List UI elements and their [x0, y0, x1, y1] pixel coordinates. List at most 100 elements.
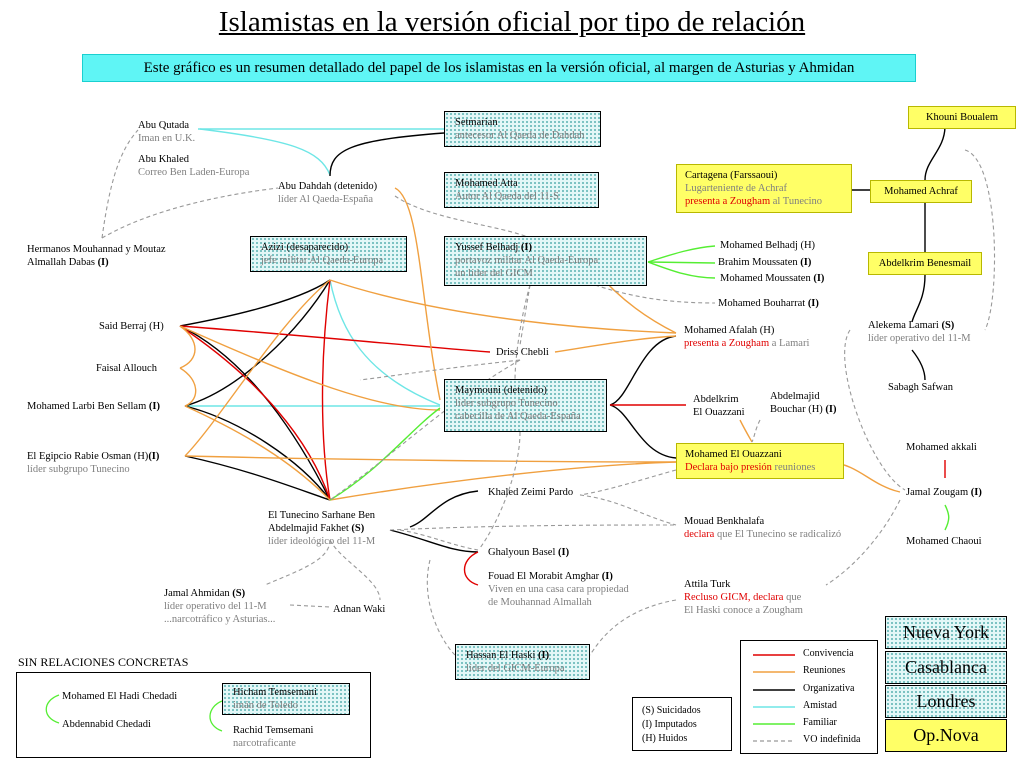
node-hadi-chedadi: Mohamed El Hadi Chedadi	[62, 691, 178, 702]
node-brahim-moussaten: Brahim Moussaten (I)	[718, 257, 812, 268]
node-ben-sellam: Mohamed Larbi Ben Sellam (I)	[27, 401, 160, 412]
dash-tunecino-ahmidan	[264, 539, 331, 586]
node-alekema-lamari: Alekema Lamari (S) líder operativo del 1…	[868, 320, 971, 344]
node-abdelmajid-bouchar: Abdelmajid Bouchar (H) (I)	[770, 391, 837, 415]
city-casablanca: Casablanca	[885, 651, 1007, 684]
link-azizi-tunecino	[321, 279, 331, 501]
dash-tunecino-adnan	[329, 539, 381, 601]
legend-organizativa: Organizativa	[803, 683, 855, 694]
node-fouad-el-morabit: Fouad El Morabit Amghar (I) Viven en una…	[488, 571, 629, 608]
link-akkali-chaoui	[944, 504, 950, 531]
link-berraj-maymouni	[179, 325, 441, 411]
dash-ahmidan-adnan	[289, 604, 331, 608]
dash-dahdah-yussef	[394, 195, 531, 239]
link-lamari-sabagh	[911, 349, 926, 381]
node-abu-dahdah: Abu Dahdah (detenido) líder Al Qaeda-Esp…	[278, 181, 378, 205]
dash-tunecino-benkhalafa	[389, 524, 677, 531]
node-attila-turk: Attila Turk Recluso GICM, declara que El…	[684, 579, 803, 616]
dash-tunecino-ghalyoun2	[399, 529, 479, 551]
link-belhadj-brahim	[647, 261, 716, 264]
link-azizi-afalah	[329, 279, 677, 334]
legend-amistad: Amistad	[803, 700, 837, 711]
link-ghalyoun-benkhalafa	[578, 525, 676, 552]
node-rachid-temsemani: Rachid Temsemani narcotraficante	[233, 725, 314, 749]
box-khouni-boualem: Khouni Boualem	[908, 106, 1016, 129]
link-berraj-allouch	[179, 325, 196, 369]
link-azizi-egipcio	[184, 279, 331, 457]
link-belhadj-moussaten	[647, 261, 716, 279]
node-mohamed-akkali: Mohamed akkali	[906, 442, 977, 453]
dash-ghalyoun-haski	[426, 559, 456, 656]
dash-hermanos-dahdah	[101, 187, 279, 239]
dash-maymouni-ghalyoun	[479, 431, 521, 549]
sin-relaciones-heading: SIN RELACIONES CONCRETAS	[18, 655, 189, 669]
link-azizi-maymouni	[329, 279, 441, 406]
sin-relaciones-lines	[45, 694, 223, 732]
link-khouni-achraf	[924, 125, 946, 181]
box-mohamed-el-ouazzani: Mohamed El Ouazzani Declara bajo presión…	[676, 443, 844, 479]
node-hermanos-almallah: Hermanos Mouhannad y Moutaz Almallah Dab…	[27, 244, 166, 268]
link-setmarian-dahdah	[329, 132, 445, 177]
box-mohamed-achraf: Mohamed Achraf	[870, 180, 972, 203]
dash-driss-tunecino	[329, 359, 521, 501]
dash-yussef-bouharrat	[594, 284, 716, 304]
link-azizi-bensellam	[184, 279, 331, 407]
node-abu-khaled: Abu Khaled Correo Ben Laden-Europa	[138, 154, 250, 178]
node-jamal-zougam: Jamal Zougam (I)	[906, 487, 982, 498]
link-bensellam-tunecino-o	[184, 405, 331, 501]
node-mouad-benkhalafa: Mouad Benkhalafa declara que El Tunecino…	[684, 516, 842, 540]
node-mohamed-moussaten: Mohamed Moussaten (I)	[720, 273, 825, 284]
box-azizi: Azizi (desaparecido) jefe militar Al Qae…	[250, 236, 407, 272]
link-hadi-abdennabid	[45, 694, 60, 724]
node-sabagh-safwan: Sabagh Safwan	[888, 382, 954, 393]
link-afalah-maymouni	[609, 335, 677, 406]
subtitle-banner: Este gráfico es un resumen detallado del…	[82, 54, 916, 82]
link-belhadj-mbelhadj	[647, 245, 716, 263]
page-title: Islamistas en la versión oficial por tip…	[218, 6, 806, 38]
node-mohamed-bouharrat: Mohamed Bouharrat (I)	[718, 298, 819, 309]
link-tunecino-ghalyoun	[389, 529, 479, 553]
node-adnan-waki: Adnan Waki	[333, 604, 386, 615]
node-mohamed-chaoui: Mohamed Chaoui	[906, 536, 982, 547]
dash-benkhalafa-zougam	[844, 329, 906, 491]
box-maymouni: Maymouni (detenido) líder subgrupo Tunec…	[444, 379, 607, 432]
node-said-berraj: Said Berraj (H)	[99, 321, 164, 332]
dash-attila-haski	[589, 599, 677, 656]
box-abdelkrim-benesmail: Abdelkrim Benesmail	[868, 252, 982, 275]
link-zeimi-tunecino	[409, 490, 479, 528]
link-azizi-berraj	[179, 279, 331, 327]
node-jamal-ahmidan: Jamal Ahmidan (S) líder operativo del 11…	[164, 588, 276, 625]
dash-elouazzani-benkhalafa	[579, 469, 677, 496]
line-type-legend-swatches	[753, 654, 795, 742]
box-mohamed-atta: Mohamed Atta Autor Al Qaeda del 11-S	[444, 172, 599, 208]
link-ghalyoun-morabit	[463, 551, 479, 586]
sin-relaciones-panel: Mohamed El Hadi Chedadi Abdennabid Cheda…	[16, 672, 371, 758]
dash-zeimi-benkhalafa	[579, 494, 677, 526]
node-abdennabid-chedadi: Abdennabid Chedadi	[62, 719, 151, 730]
link-dahdah-maymouni	[394, 187, 441, 401]
node-faisal-allouch: Faisal Allouch	[96, 363, 157, 374]
dash-hermanos-qutada	[101, 129, 139, 239]
node-khaled-zeimi: Khaled Zeimi Pardo	[488, 487, 574, 498]
dash-abdelmajid-elouazzani	[751, 419, 761, 443]
node-mohamed-afalah: Mohamed Afalah (H) presenta a Zougham a …	[684, 325, 810, 349]
link-maymouni-elouazzani	[609, 404, 677, 459]
node-driss-chebli: Driss Chebli	[496, 347, 549, 358]
abbrev-huidos: (H) Huidos	[642, 733, 688, 744]
abbrev-suicidados: (S) Suicidados	[642, 705, 701, 716]
link-benesmail-lamari	[911, 274, 926, 323]
dash-zougam-attila	[825, 499, 901, 586]
link-berraj-driss	[179, 325, 491, 353]
dash-khouni-lamari	[964, 149, 996, 331]
legend-convivencia: Convivencia	[803, 648, 854, 659]
box-setmarian: Setmarian antecesor Al Qaeda de Dahdah	[444, 111, 601, 147]
link-berraj-tunecino-red	[179, 325, 331, 501]
legend-reuniones: Reuniones	[803, 665, 846, 676]
abbrev-legend: (S) Suicidados (I) Imputados (H) Huidos	[632, 697, 732, 751]
legend-familiar: Familiar	[803, 717, 837, 728]
node-ghalyoun-basel: Ghalyoun Basel (I)	[488, 547, 570, 558]
node-egipcio: El Egipcio Rabie Osman (H)(I) líder subg…	[27, 451, 160, 475]
link-hicham-rachid	[209, 700, 223, 732]
link-allouch-bensellam	[179, 367, 197, 407]
